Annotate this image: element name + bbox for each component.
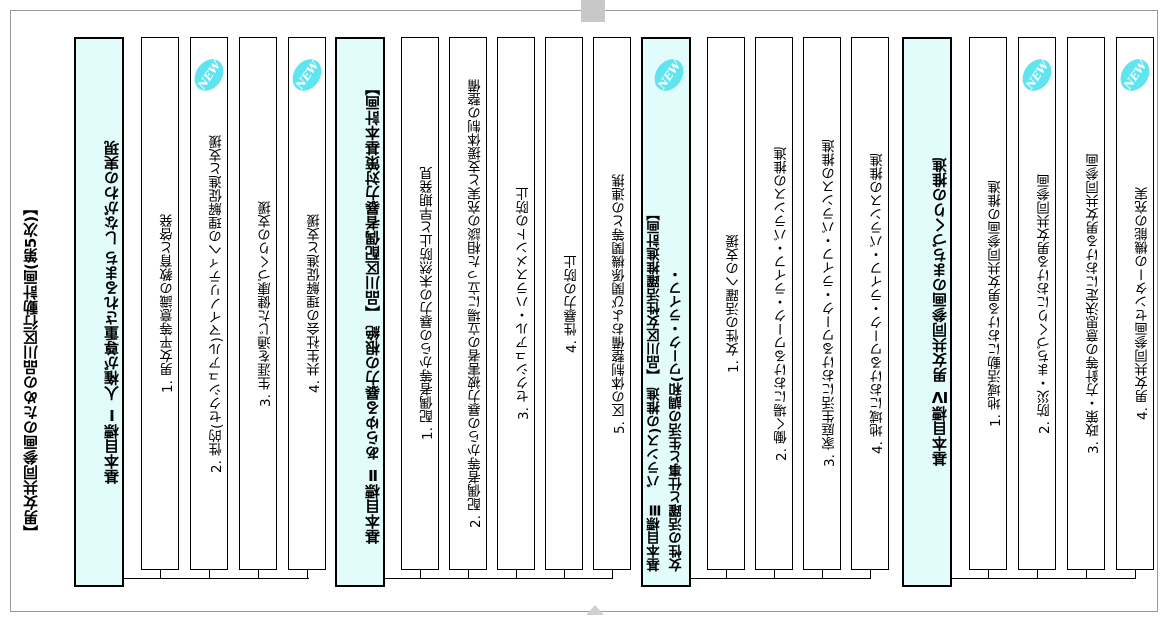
goal-1-connector	[124, 578, 309, 579]
goal-1-branch	[209, 570, 210, 579]
goal-4-item-4: 4. 男女共同参画センターの機能の充実	[1116, 37, 1154, 570]
goal-1-branch	[307, 570, 308, 579]
goal-3-branch	[822, 570, 823, 579]
goal-2-connector	[385, 578, 612, 579]
goal-4-item-1: 1. 地域活動における男女共同参画の推進	[969, 37, 1007, 570]
goal-2-item-4: 4. 性暴力の防止	[545, 37, 583, 570]
goal-4-branch	[1037, 570, 1038, 579]
goal-4-branch	[1135, 570, 1136, 579]
goal-3-branch	[774, 570, 775, 579]
goal-2-item-1: 1. 配偶者等からの暴力の未然防止と早期発見	[401, 37, 439, 570]
goal-1-item-3: 3. 生涯を通じた健康づくりの支援	[239, 37, 277, 570]
goal-4-item-3: 3. 政策・方針等の意思決定における男女共同参画	[1067, 37, 1105, 570]
goal-4-branch	[988, 570, 989, 579]
goal-2-item-5: 5. 区の体制整備および関係機関等との連携	[593, 37, 631, 570]
goal-2-box: 基本目標Ⅱ あらゆる暴力の根絶 【品川区配偶者暴力対策基本計画】	[335, 37, 385, 587]
goal-4-branch	[1086, 570, 1087, 579]
goal-1-item-2: 2. 性的(セクシュアル)マイノリティへの理解促進と支援	[190, 37, 228, 570]
goal-2-item-2: 2. 配偶者等からの暴力被害者の立場に立った相談の充実と支援体制の整備	[449, 37, 487, 570]
goal-4-box: 基本目標Ⅳ 男女共同参画のまちづくりの推進	[902, 37, 952, 587]
goal-3-branch	[726, 570, 727, 579]
goal-1-box: 基本目標Ⅰ 人権が尊重されるまち しながわの実現	[74, 37, 124, 587]
goal-2-branch	[564, 570, 565, 579]
goal-2-branch	[612, 570, 613, 579]
goal-3-item-2: 2. 働く場におけるワーク・ライフ・バランスの推進	[755, 37, 793, 570]
goal-3-item-3: 3. 家庭生活におけるワーク・ライフ・バランスの推進	[803, 37, 841, 570]
goal-4-connector	[952, 578, 1136, 579]
goal-4-item-2: 2. 防災・まちづくりにおける男女共同参画	[1018, 37, 1056, 570]
goal-2-item-3: 3. セクシュアル・ハラスメントの防止	[497, 37, 535, 570]
goal-3-box: 基本目標Ⅲ バランス)の推進 【品川区女性活躍推進計画】 女性の活躍と仕事と生活…	[641, 37, 691, 587]
goal-2-branch	[420, 570, 421, 579]
goal-1-item-4: 4. 共生社会の理解促進と支援	[288, 37, 326, 570]
bottom-marker	[586, 605, 604, 615]
goal-2-branch	[516, 570, 517, 579]
goal-3-connector	[691, 578, 870, 579]
plan-title: 【男女共同参画のための品川区行動計画(第5次)】	[22, 200, 40, 540]
goal-1-branch	[160, 570, 161, 579]
goal-3-branch	[870, 570, 871, 579]
goal-3-label-line-2: 基本目標Ⅲ バランス)の推進 【品川区女性活躍推進計画】	[647, 206, 663, 571]
goal-1-item-1: 1. 男女平等意識の教育と啓発	[141, 37, 179, 570]
goal-2-branch	[468, 570, 469, 579]
goal-1-branch	[258, 570, 259, 579]
goal-3-label-line-1: 女性の活躍と仕事と生活の調和(ワーク・ライフ・	[669, 267, 685, 571]
goal-3-item-4: 4. 地域におけるワーク・ライフ・バランスの推進	[851, 37, 889, 570]
goal-3-item-1: 1. 女性の活躍への支援	[707, 37, 745, 570]
top-marker	[581, 0, 605, 22]
